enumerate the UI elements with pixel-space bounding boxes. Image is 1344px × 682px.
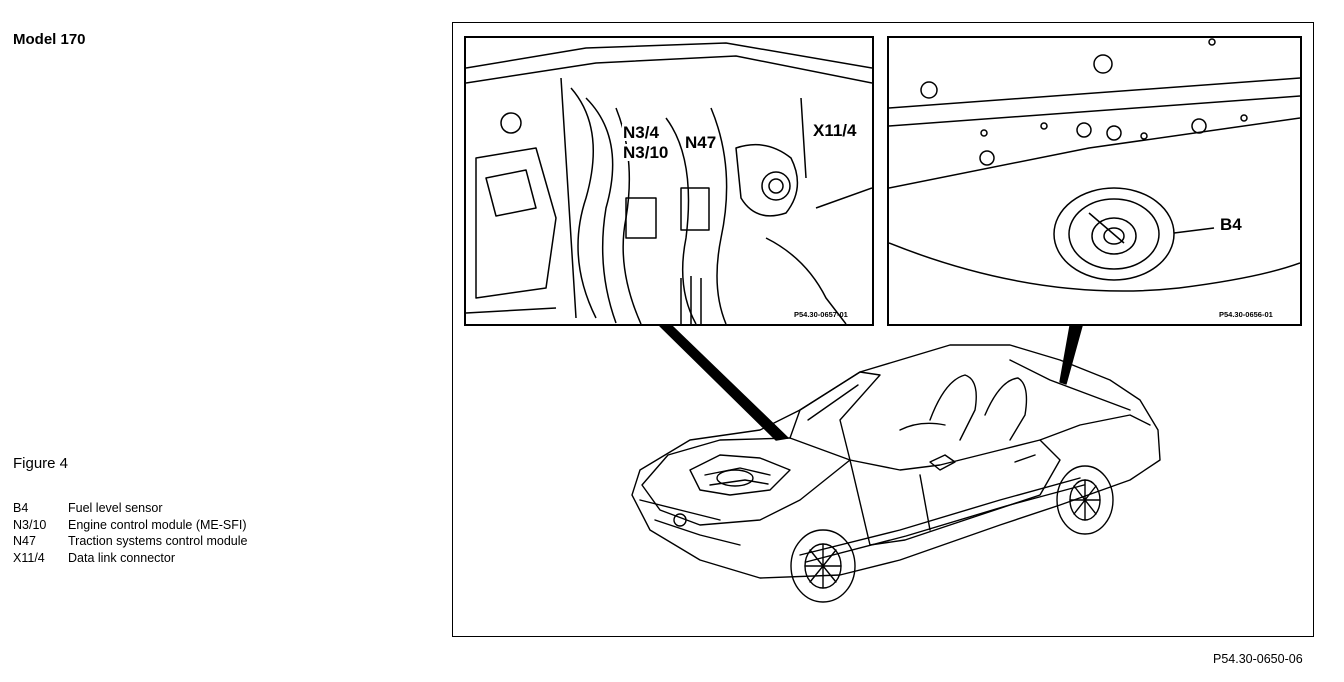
legend-row: X11/4 Data link connector (13, 550, 247, 567)
callout-n3-10: N3/10 (622, 143, 670, 162)
legend-row: B4 Fuel level sensor (13, 500, 247, 517)
inset-reference-code: P54.30-0656-01 (1219, 310, 1273, 319)
component-legend: B4 Fuel level sensor N3/10 Engine contro… (13, 500, 247, 566)
figure-reference-code: P54.30-0650-06 (1213, 652, 1303, 666)
legend-code: B4 (13, 501, 29, 515)
legend-description: Data link connector (68, 550, 176, 565)
vehicle-illustration (631, 325, 1161, 603)
callout-n47: N47 (684, 133, 718, 152)
diagram-frame (452, 22, 1314, 637)
fuel-sensor-drawing (889, 38, 1300, 292)
fuel-sensor-inset: B4 P54.30-0656-01 (887, 36, 1302, 326)
callout-n3-4: N3/4 (622, 123, 660, 142)
inset-reference-code: P54.30-0657-01 (794, 310, 848, 319)
legend-code: N47 (13, 534, 36, 548)
legend-code: N3/10 (13, 517, 47, 532)
pointer-to-trunk (1059, 325, 1083, 385)
legend-row: N3/10 Engine control module (ME-SFI) (13, 517, 247, 534)
model-title: Model 170 (13, 31, 86, 48)
callout-b4: B4 (1219, 215, 1243, 234)
legend-description: Traction systems control module (68, 534, 248, 548)
callout-x11-4: X11/4 (812, 121, 858, 140)
legend-description: Engine control module (ME-SFI) (68, 517, 247, 532)
legend-row: N47 Traction systems control module (13, 533, 247, 550)
legend-description: Fuel level sensor (68, 501, 163, 515)
legend-code: X11/4 (13, 550, 45, 565)
engine-bay-drawing (466, 42, 872, 324)
engine-bay-inset: N3/4 N3/10 N47 X11/4 P54.30-0657-01 (464, 36, 874, 326)
pointer-to-engine-bay (659, 325, 789, 441)
figure-label: Figure 4 (13, 455, 69, 472)
